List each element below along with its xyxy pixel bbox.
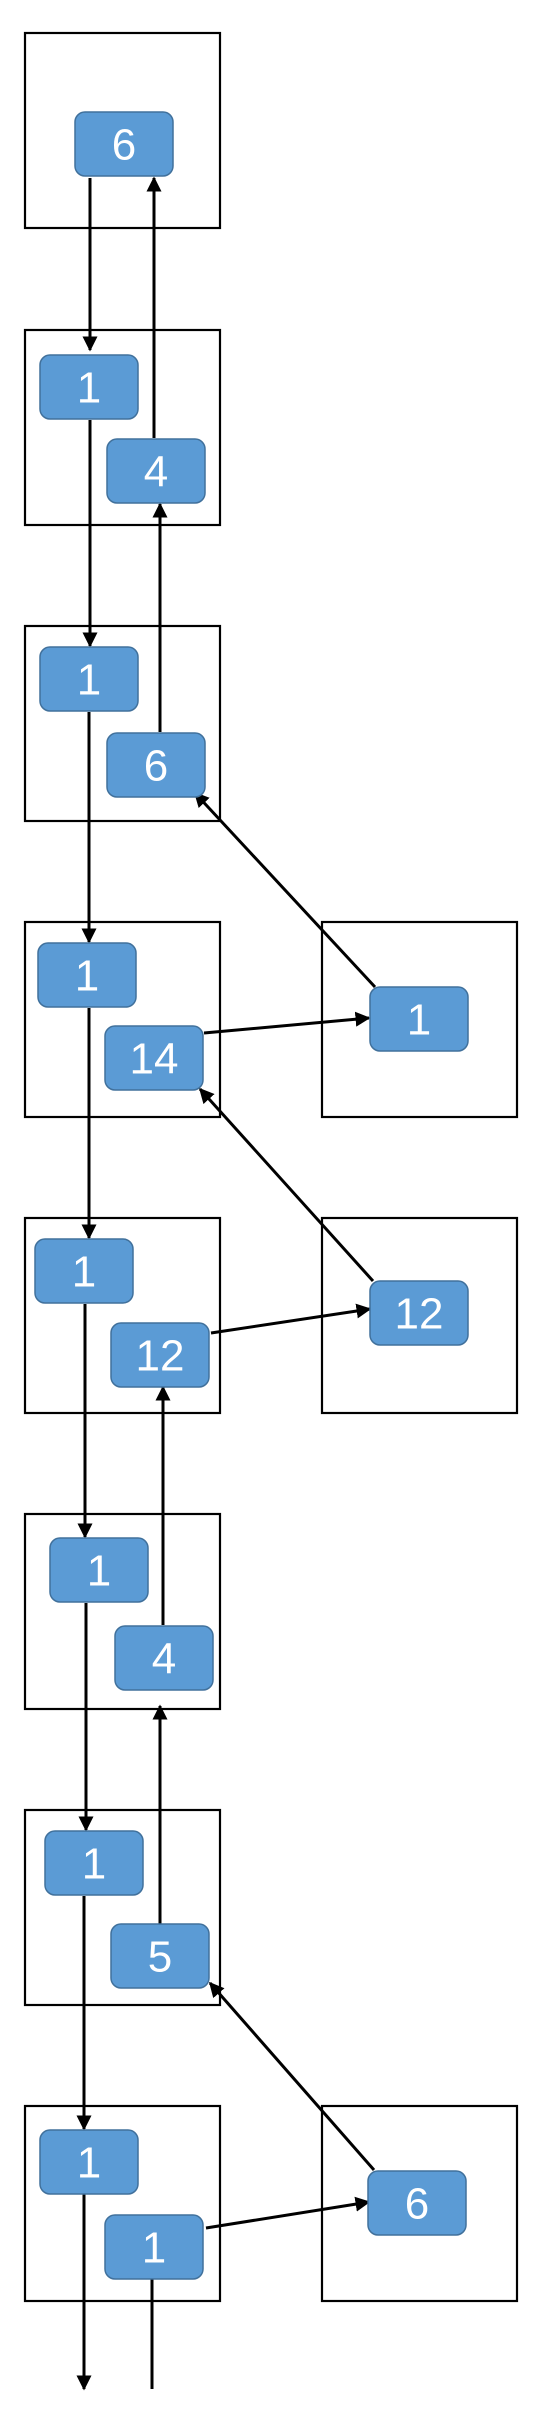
value-node-shape xyxy=(39,2129,139,2195)
value-node-p4b: 14 xyxy=(104,1025,204,1091)
value-node-shape xyxy=(34,1238,134,1304)
edges-layer xyxy=(76,176,377,2391)
value-node-p2b: 4 xyxy=(106,438,206,504)
value-node-label: 5 xyxy=(148,1933,172,1982)
value-node-p6a: 1 xyxy=(49,1537,149,1603)
value-node-label: 6 xyxy=(112,121,136,170)
value-node-label: 1 xyxy=(82,1840,106,1889)
value-node-p7b: 5 xyxy=(110,1923,210,1989)
arrow-p8b-q8 xyxy=(205,2196,371,2230)
value-node-label: 6 xyxy=(405,2180,429,2229)
value-node-shape xyxy=(367,2170,467,2236)
arrow-q5-p4b xyxy=(198,1087,375,1283)
value-node-q8: 6 xyxy=(367,2170,467,2236)
value-node-q4: 1 xyxy=(369,986,469,1052)
value-node-p7a: 1 xyxy=(44,1830,144,1896)
value-node-shape xyxy=(49,1537,149,1603)
value-node-label: 1 xyxy=(75,952,99,1001)
arrow-q4-p3b xyxy=(193,791,377,989)
value-node-p5b: 12 xyxy=(110,1322,210,1388)
value-node-label: 1 xyxy=(407,996,431,1045)
value-node-shape xyxy=(106,732,206,798)
value-node-p8a: 1 xyxy=(39,2129,139,2195)
value-node-shape xyxy=(37,942,137,1008)
value-node-shape xyxy=(110,1322,210,1388)
value-node-label: 1 xyxy=(72,1248,96,1297)
value-node-label: 12 xyxy=(395,1290,444,1339)
value-node-label: 12 xyxy=(136,1332,185,1381)
value-node-p2a: 1 xyxy=(39,354,139,420)
value-node-shape xyxy=(39,354,139,420)
value-node-shape xyxy=(104,2214,204,2280)
value-node-p6b: 4 xyxy=(114,1625,214,1691)
value-node-p1: 6 xyxy=(74,111,174,177)
value-node-p3a: 1 xyxy=(39,646,139,712)
value-node-shape xyxy=(114,1625,214,1691)
value-node-label: 1 xyxy=(142,2224,166,2273)
value-node-label: 1 xyxy=(77,364,101,413)
arrow-p4b-q4 xyxy=(203,1011,371,1035)
value-node-shape xyxy=(39,646,139,712)
value-node-q5: 12 xyxy=(369,1280,469,1346)
value-node-shape xyxy=(106,438,206,504)
value-node-shape xyxy=(110,1923,210,1989)
value-node-shape xyxy=(369,1280,469,1346)
value-node-shape xyxy=(104,1025,204,1091)
value-node-label: 6 xyxy=(144,742,168,791)
value-node-label: 4 xyxy=(152,1635,176,1684)
arrow-p5b-q5 xyxy=(210,1303,372,1335)
value-node-p4a: 1 xyxy=(37,942,137,1008)
value-node-shape xyxy=(369,986,469,1052)
value-node-label: 14 xyxy=(130,1035,179,1084)
value-node-label: 1 xyxy=(77,656,101,705)
value-node-label: 1 xyxy=(77,2139,101,2188)
value-node-label: 1 xyxy=(87,1547,111,1596)
value-node-shape xyxy=(44,1830,144,1896)
value-node-shape xyxy=(74,111,174,177)
value-node-p5a: 1 xyxy=(34,1238,134,1304)
value-node-p3b: 6 xyxy=(106,732,206,798)
value-node-label: 4 xyxy=(144,448,168,497)
arrow-q8-p7b xyxy=(208,1981,376,2171)
value-node-p8b: 1 xyxy=(104,2214,204,2280)
